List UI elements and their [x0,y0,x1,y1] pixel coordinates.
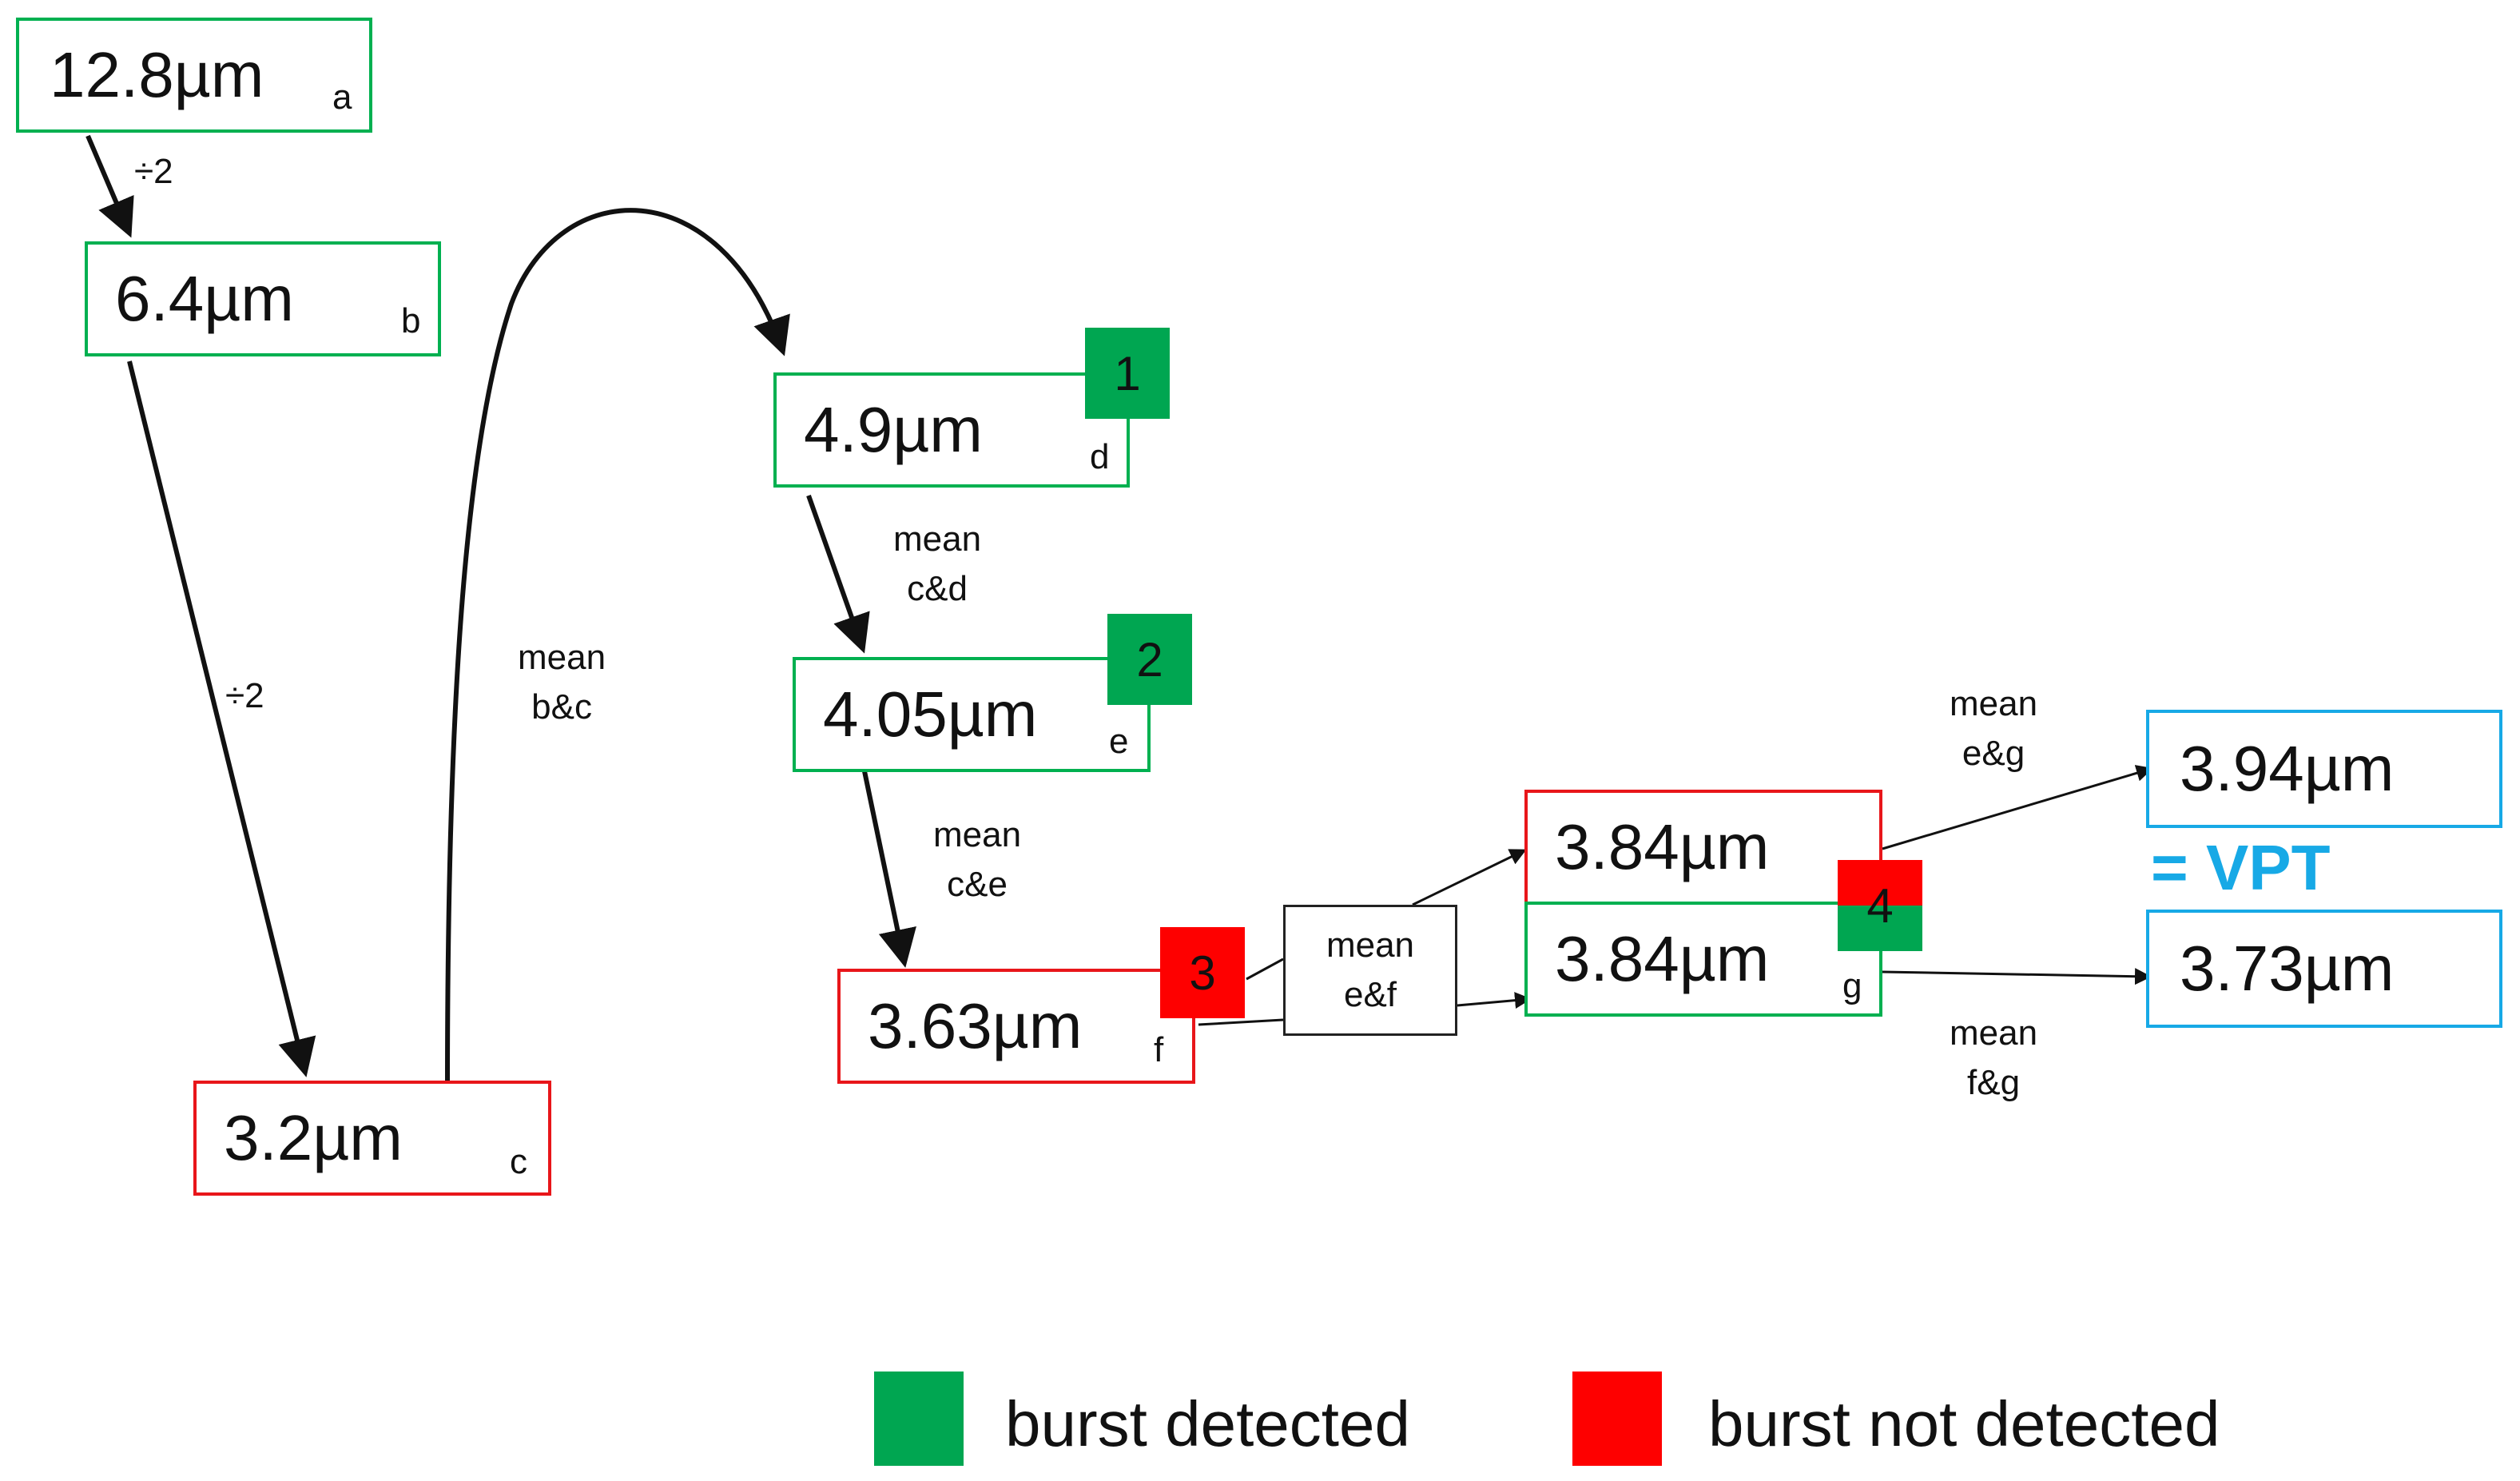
node-b-label: b [401,301,421,340]
edge-note-d-e: mean c&d [893,515,981,614]
node-a-value: 12.8µm [50,39,264,110]
edge-note-g-out1-line2: e&g [1962,734,2025,773]
node-g-top-value: 3.84µm [1555,811,1770,882]
badge-2: 2 [1107,614,1192,705]
legend-label-not-detected: burst not detected [1708,1388,2220,1459]
node-c-label: c [510,1142,527,1181]
node-f-label: f [1154,1030,1164,1069]
line-f-mean-top [1246,957,1284,981]
arrow-g-out2 [1882,968,2152,985]
node-b: 6.4µm b [85,241,441,356]
edge-note-a-b: ÷2 [134,152,173,191]
edge-note-b-c: ÷2 [225,676,264,715]
edge-note-g-out1: mean e&g [1950,679,2037,778]
arrow-e-f [862,770,916,968]
arrow-d-e [806,494,870,654]
node-a-label: a [332,78,352,117]
node-f: 3.63µm f [837,969,1195,1084]
node-g-label: g [1842,966,1862,1005]
node-g-value: 3.84µm [1555,923,1770,994]
arrow-b-c [127,360,316,1077]
arrow-mean-g-top [1412,849,1527,906]
edge-note-e-f-line1: mean [933,815,1022,854]
node-d-label: d [1090,437,1110,476]
edge-note-e-f-line2: c&e [947,865,1008,904]
output-1-value: 3.94µm [2180,733,2395,804]
mean-e-f-box: mean e&f [1283,905,1457,1036]
badge-3: 3 [1160,927,1245,1018]
arrow-mean-g [1457,992,1532,1009]
node-b-value: 6.4µm [115,263,294,334]
output-box-1: 3.94µm [2146,710,2502,828]
arrow-a-b [85,134,134,238]
line-f-mean-bottom [1198,1018,1284,1026]
badge-4: 4 [1838,860,1922,951]
output-box-2: 3.73µm [2146,910,2502,1028]
edge-note-g-out2: mean f&g [1950,1009,2037,1108]
node-f-value: 3.63µm [868,990,1083,1061]
node-e-label: e [1109,722,1129,761]
legend-swatch-not-detected [1572,1372,1662,1466]
edge-note-c-d-line2: b&c [531,687,592,727]
vpt-label: = VPT [2151,832,2331,903]
output-2-value: 3.73µm [2180,933,2395,1004]
edge-note-g-out1-line1: mean [1950,684,2038,723]
node-c: 3.2µm c [193,1081,551,1196]
edge-note-g-out2-line2: f&g [1967,1063,2021,1102]
arrow-g-out1 [1882,765,2153,850]
edge-note-d-e-line1: mean [893,520,982,559]
edge-note-g-out2-line1: mean [1950,1013,2038,1053]
node-a: 12.8µm a [16,18,372,133]
node-c-value: 3.2µm [224,1102,403,1173]
badge-1: 1 [1085,328,1170,419]
mean-e-f-line2: e&f [1343,975,1397,1014]
node-e-value: 4.05µm [823,679,1038,750]
node-e: 4.05µm e [793,657,1151,772]
node-g-top: 3.84µm [1524,790,1882,905]
edge-note-c-d-line1: mean [518,638,606,677]
edge-note-c-d: mean b&c [518,633,606,732]
node-d-value: 4.9µm [804,394,983,465]
node-g: 3.84µm g [1524,902,1882,1017]
edge-note-e-f: mean c&e [933,810,1021,910]
edge-note-d-e-line2: c&d [907,569,968,608]
legend-swatch-detected [874,1372,964,1466]
legend-label-detected: burst detected [1005,1388,1410,1459]
node-d: 4.9µm d [773,372,1130,488]
mean-e-f-line1: mean [1326,926,1415,965]
arrow-c-d-curve [445,208,790,1088]
